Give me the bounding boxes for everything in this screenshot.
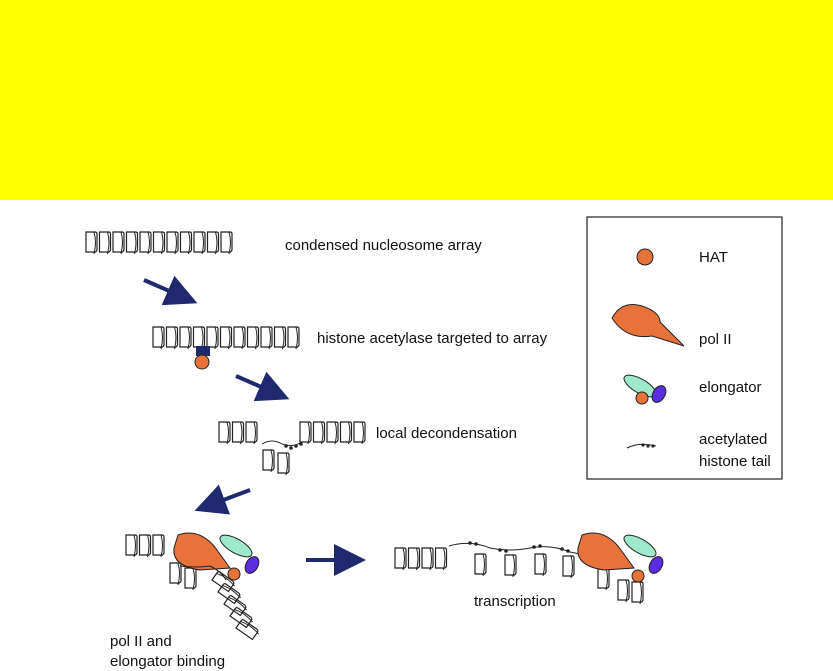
nucleosome-icon <box>299 421 312 445</box>
elongator-subunit-icon <box>648 556 664 574</box>
legend-box <box>586 216 783 480</box>
nucleosome-icon <box>235 618 261 642</box>
arrow-icon <box>235 371 290 402</box>
nucleosome-icon <box>139 231 152 255</box>
nucleosome-icon <box>85 231 98 255</box>
nucleosome-icon <box>421 547 434 571</box>
nucleosome-icon <box>193 231 206 255</box>
nucleosome-icon <box>233 326 246 350</box>
nucleosome-icon <box>192 326 206 350</box>
nucleosome-icon <box>231 421 245 445</box>
hat-icon <box>194 354 210 370</box>
condensed-label: condensed nucleosome array <box>285 237 482 254</box>
nucleosome-icon <box>220 231 233 255</box>
nucleosome-icon <box>273 326 287 350</box>
nucleosome-icon <box>277 452 290 476</box>
acetyl-marks <box>284 442 303 450</box>
nucleosome-icon <box>152 231 166 255</box>
legend-tail-label-1: acetylated <box>699 431 767 448</box>
nucleosome-icon <box>206 326 219 350</box>
nucleosome-icon <box>245 421 258 445</box>
nucleosome-icon <box>219 326 233 350</box>
nucleosome-icon <box>407 547 421 571</box>
nucleosome-icon <box>617 579 630 603</box>
arrow-icon <box>143 275 198 306</box>
transcription-label: transcription <box>474 593 556 610</box>
legend-hat-label: HAT <box>699 249 728 266</box>
nucleosome-icon <box>166 231 179 255</box>
hat-icon <box>636 248 654 266</box>
nucleosome-icon <box>262 449 275 473</box>
nucleosome-icon <box>287 326 300 350</box>
nucleosome-icon <box>152 534 165 558</box>
hat-icon <box>631 569 645 583</box>
hat-icon <box>227 567 241 581</box>
nucleosome-icon <box>534 553 547 577</box>
nucleosome-icon <box>218 421 231 445</box>
binding-label-2: elongator binding <box>110 653 225 670</box>
condensed-array <box>85 231 233 255</box>
pol2-icon <box>577 532 635 571</box>
nucleosome-icon <box>353 421 366 445</box>
nucleosome-icon <box>562 555 575 579</box>
nucleosome-icon <box>339 421 353 445</box>
legend-tail-label-2: histone tail <box>699 453 771 470</box>
nucleosome-icon <box>169 562 182 586</box>
nucleosome-icon <box>125 231 139 255</box>
nucleosome-icon <box>312 421 326 445</box>
nucleosome-icon <box>326 421 339 445</box>
elongator-subunit-icon <box>651 385 667 403</box>
nucleosome-icon <box>631 581 644 605</box>
legend-pol2-label: pol II <box>699 331 732 348</box>
nucleosome-icon <box>165 326 179 350</box>
nucleosome-icon <box>246 326 260 350</box>
arrow-icon <box>194 484 251 515</box>
acetylated-tail-icon <box>448 542 591 557</box>
nucleosome-icon <box>179 326 192 350</box>
recruiter-block-icon <box>196 346 210 356</box>
nucleosome-icon <box>138 534 152 558</box>
targeted-label: histone acetylase targeted to array <box>317 330 548 347</box>
decondensation-label: local decondensation <box>376 425 517 442</box>
nucleosome-icon <box>112 231 125 255</box>
yellow-banner <box>0 0 833 200</box>
elongator-subunit-icon <box>244 556 260 574</box>
nucleosome-icon <box>504 554 517 578</box>
nucleosome-icon <box>98 231 112 255</box>
acetyl-marks <box>641 443 655 448</box>
targeted-array <box>152 326 300 350</box>
hat-icon <box>635 391 649 405</box>
nucleosome-icon <box>597 567 610 591</box>
nucleosome-icon <box>434 547 448 571</box>
elongator-icon <box>623 534 657 558</box>
nucleosome-icon <box>152 326 165 350</box>
pol2-icon <box>611 304 685 347</box>
elongator-icon <box>219 534 253 558</box>
nucleosome-icon <box>474 553 487 577</box>
nucleosome-icon <box>394 547 407 571</box>
nucleosome-icon <box>179 231 193 255</box>
binding-label-1: pol II and <box>110 633 172 650</box>
acetyl-marks <box>468 541 570 553</box>
nucleosome-icon <box>206 231 220 255</box>
nucleosome-icon <box>184 567 197 591</box>
legend-elongator-label: elongator <box>699 379 762 396</box>
acetylated-tail-icon <box>179 565 227 581</box>
nucleosome-icon <box>260 326 273 350</box>
nucleosome-icon <box>125 534 138 558</box>
